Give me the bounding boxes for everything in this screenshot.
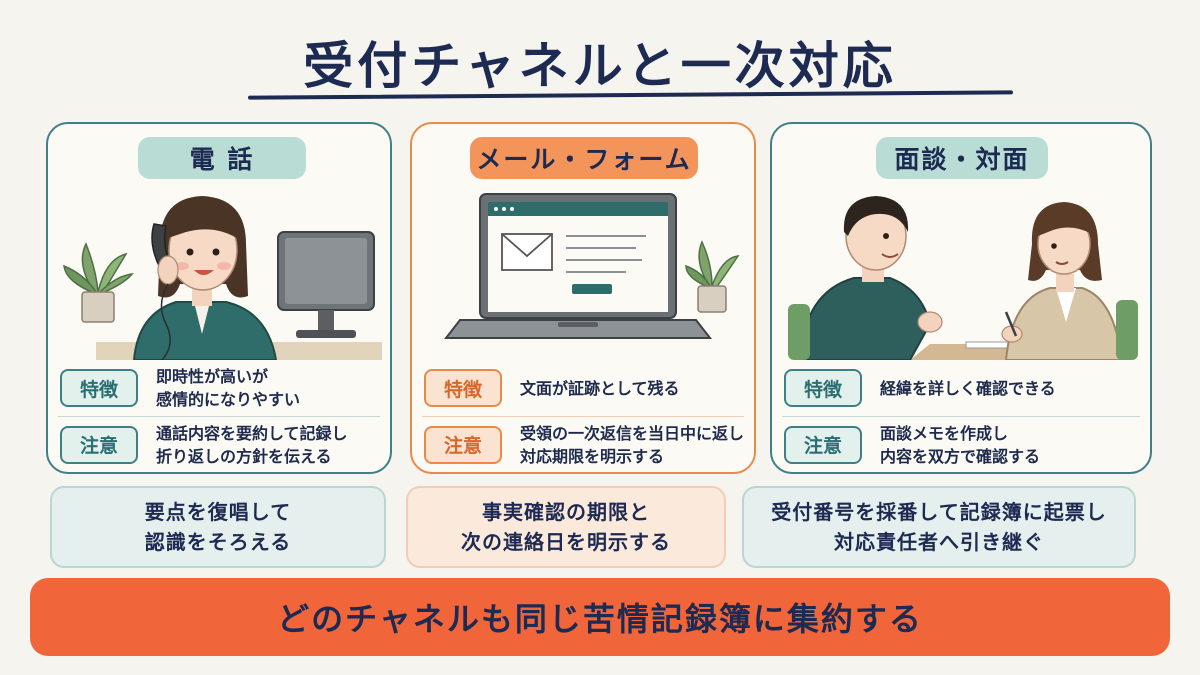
page-title: 受付チャネルと一次対応 <box>303 37 897 95</box>
card-email-label: メール・フォーム <box>470 137 698 179</box>
laptop-email-illustration <box>443 193 740 339</box>
card-phone-label: 電 話 <box>138 137 306 179</box>
feature-tag: 特徴 <box>424 369 502 407</box>
feature-row: 特徴 経緯を詳しく確認できる <box>782 360 1140 416</box>
note-phone: 要点を復唱して 認識をそろえる <box>50 486 386 568</box>
caution-tag: 注意 <box>60 425 138 464</box>
caution-row: 注意 通話内容を要約して記録し 折り返しの方針を伝える <box>58 416 380 472</box>
caution-text: 受領の一次返信を当日中に返し 対応期限を明示する <box>520 423 745 466</box>
card-phone: 電 話 <box>46 122 392 474</box>
feature-tag: 特徴 <box>784 369 862 407</box>
feature-row: 特徴 文面が証跡として残る <box>422 360 744 416</box>
feature-text: 即時性が高いが 感情的になりやすい <box>156 367 301 409</box>
feature-tag: 特徴 <box>60 369 138 407</box>
card-phone-rows: 特徴 即時性が高いが 感情的になりやすい 注意 通話内容を要約して記録し 折り返… <box>58 360 380 472</box>
caution-text: 面談メモを作成し 内容を双方で確認する <box>880 423 1041 466</box>
caution-tag: 注意 <box>784 425 862 464</box>
card-email: メール・フォーム 特徴 文面が証跡として残る <box>410 122 756 474</box>
caution-text: 通話内容を要約して記録し 折り返しの方針を伝える <box>156 423 348 466</box>
card-meeting-rows: 特徴 経緯を詳しく確認できる 注意 面談メモを作成し 内容を双方で確認する <box>782 360 1140 472</box>
caution-row: 注意 受領の一次返信を当日中に返し 対応期限を明示する <box>422 416 744 472</box>
woman-on-phone-illustration <box>63 196 382 360</box>
caution-row: 注意 面談メモを作成し 内容を双方で確認する <box>782 416 1140 472</box>
face-to-face-meeting-illustration <box>788 196 1138 360</box>
feature-text: 経緯を詳しく確認できる <box>880 378 1056 398</box>
summary-banner: どのチャネルも同じ苦情記録簿に集約する <box>30 578 1170 656</box>
note-email: 事実確認の期限と 次の連絡日を明示する <box>406 486 726 568</box>
card-email-rows: 特徴 文面が証跡として残る 注意 受領の一次返信を当日中に返し 対応期限を明示す… <box>422 360 744 472</box>
plant-icon <box>63 242 134 323</box>
feature-text: 文面が証跡として残る <box>520 378 680 398</box>
note-meeting: 受付番号を採番して記録簿に起票し 対応責任者へ引き継ぐ <box>742 486 1136 568</box>
card-meeting: 面談・対面 特徴 経緯を詳しく確認できる 注意 面談メ <box>770 122 1152 474</box>
feature-row: 特徴 即時性が高いが 感情的になりやすい <box>58 360 380 416</box>
card-meeting-label: 面談・対面 <box>876 137 1048 179</box>
plant-icon <box>685 240 740 313</box>
caution-tag: 注意 <box>424 425 502 464</box>
